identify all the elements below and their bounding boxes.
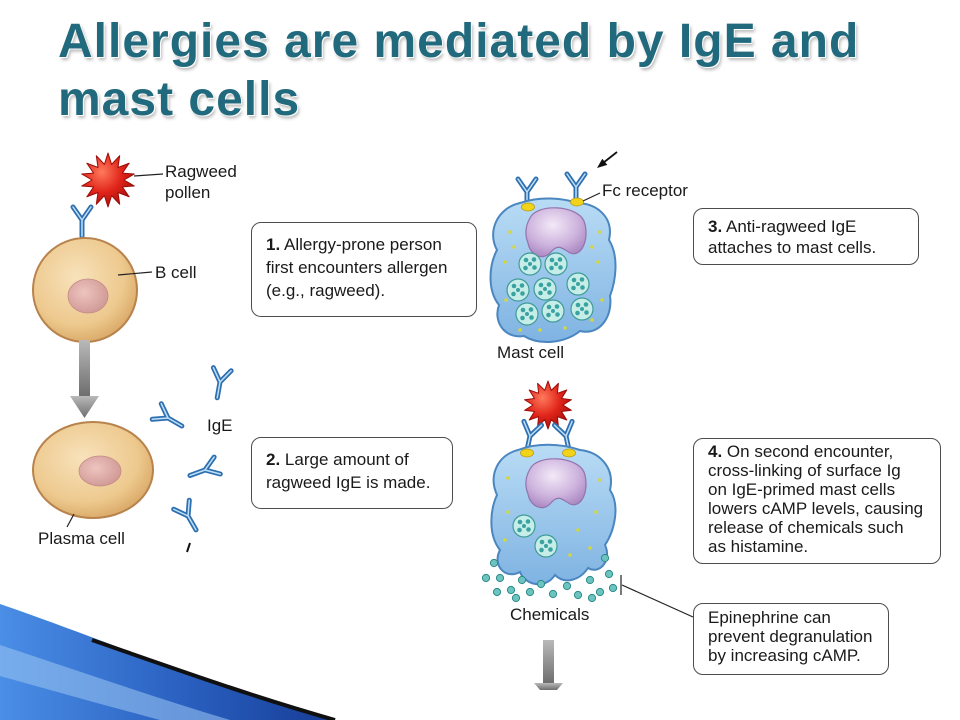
ige-antibody-icon (187, 457, 220, 484)
ragweed-pollen-label: Ragweed pollen (165, 161, 237, 203)
note-line-2: prevent degranulation (708, 627, 873, 646)
fc-receptor-icon (521, 202, 535, 212)
plasma-cell-leader-line (66, 513, 75, 528)
fc-pointer-arrow (597, 151, 618, 168)
step-3-line-1: 3. Anti-ragweed IgE (708, 216, 918, 237)
step-1-line-2: first encounters allergen (266, 258, 448, 277)
step-2-line-2: ragweed IgE is made. (266, 473, 431, 492)
step-3-box: 3. Anti-ragweed IgE attaches to mast cel… (693, 208, 919, 265)
step-1-text: Allergy-prone person (283, 235, 442, 254)
slide-title-line-2: mast cells (58, 73, 301, 126)
slide-title-line-1: Allergies are mediated by IgE and (58, 15, 860, 68)
mast-cell-cytoplasm-dots (503, 230, 604, 332)
step-2-number: 2. (266, 450, 281, 469)
granule-icon (518, 252, 542, 276)
granule-icon (533, 277, 557, 301)
step-4-line-3: on IgE-primed mast cells (708, 480, 896, 499)
step-4-line-1: 4. On second encounter, (708, 442, 940, 461)
ragweed-pollen-icon (524, 380, 572, 430)
step-3-text: Anti-ragweed IgE (725, 217, 857, 236)
step-4-line-6: as histamine. (708, 537, 809, 556)
ragweed-pollen-label-line-1: Ragweed (165, 162, 237, 181)
ige-antibody-icon (152, 404, 186, 434)
step-2-box: 2. Large amount of ragweed IgE is made. (251, 437, 453, 509)
step-4-line-5: release of chemicals such (708, 518, 904, 537)
chemical-dot (604, 569, 614, 579)
granule-icon (515, 302, 539, 326)
step-4-line-2: cross-linking of surface Ig (708, 461, 901, 480)
chemical-dot (525, 587, 535, 597)
chemical-dot (517, 575, 527, 585)
epinephrine-note-box: Epinephrine can prevent degranulation by… (693, 603, 889, 675)
slide-title: Allergies are mediated by IgE and mast c… (58, 13, 859, 129)
b-cell-antibody-icon (73, 207, 91, 236)
stray-mark (186, 542, 191, 553)
chemical-dot (536, 579, 546, 589)
step-4-line-4: lowers cAMP levels, causing (708, 499, 924, 518)
mast-cell-cytoplasm-dots (503, 476, 602, 557)
chemicals-label: Chemicals (510, 605, 590, 624)
plasma-cell-label: Plasma cell (38, 529, 125, 548)
step-1-box: 1. Allergy-prone person first encounters… (251, 222, 477, 317)
granule-icon (534, 534, 558, 558)
ige-antibody-icon (208, 368, 231, 400)
b-cell-leader-line (117, 271, 153, 276)
fc-receptor-icon (520, 448, 534, 458)
granule-icon (506, 278, 530, 302)
fc-receptor-icon (562, 448, 576, 458)
step-2-line-1: 2. Large amount of (266, 448, 452, 471)
down-arrow-icon (70, 340, 99, 418)
chemical-dot (489, 558, 499, 568)
step-1-line-3: (e.g., ragweed). (266, 281, 386, 300)
note-line-1: Epinephrine can (708, 608, 831, 627)
ragweed-pollen-icon (81, 152, 135, 208)
step-4-number: 4. (708, 442, 723, 461)
chemical-dot (600, 553, 610, 563)
ige-label: IgE (207, 416, 233, 435)
chemical-dot (506, 585, 516, 595)
chemical-dot (573, 590, 583, 600)
granule-icon (566, 272, 590, 296)
corner-swoosh-light (0, 645, 230, 720)
fc-receptor-label: Fc receptor (602, 181, 688, 200)
ragweed-leader-line (133, 173, 164, 177)
corner-decoration (0, 604, 336, 720)
granule-icon (541, 299, 565, 323)
corner-swoosh-dark-line (91, 638, 336, 720)
fc-receptor-icon (570, 197, 584, 207)
chemical-dot (481, 573, 491, 583)
chemical-dot (495, 573, 505, 583)
step-4-box: 4. On second encounter, cross-linking of… (693, 438, 941, 564)
chemical-dot (548, 589, 558, 599)
chemical-dot (587, 593, 597, 603)
chemical-dot (492, 587, 502, 597)
ige-antibody-icon (174, 500, 204, 534)
plasma-cell-nucleus (78, 455, 122, 487)
step-4-text: On second encounter, (726, 442, 894, 461)
note-line-3: by increasing cAMP. (708, 646, 861, 665)
granule-icon (544, 252, 568, 276)
mast-cell-label: Mast cell (497, 343, 565, 362)
b-cell-label: B cell (155, 263, 197, 282)
step-1-line-1: 1. Allergy-prone person (266, 233, 476, 256)
step-3-line-2: attaches to mast cells. (708, 238, 877, 257)
chemical-dot (595, 587, 605, 597)
granule-icon (512, 514, 536, 538)
b-cell-nucleus (67, 278, 109, 314)
granule-icon (570, 297, 594, 321)
released-chemicals (481, 553, 618, 603)
chemical-dot (608, 583, 618, 593)
chemical-dot (562, 581, 572, 591)
chemical-dot (511, 593, 521, 603)
step-2-text: Large amount of (284, 450, 409, 469)
fc-receptor-leader-line (582, 192, 601, 202)
step-1-number: 1. (266, 235, 281, 254)
inhibition-connector (620, 575, 694, 618)
chemical-dot (585, 575, 595, 585)
down-arrow-icon (534, 640, 563, 690)
step-3-number: 3. (708, 217, 723, 236)
ragweed-pollen-label-line-2: pollen (165, 183, 211, 202)
